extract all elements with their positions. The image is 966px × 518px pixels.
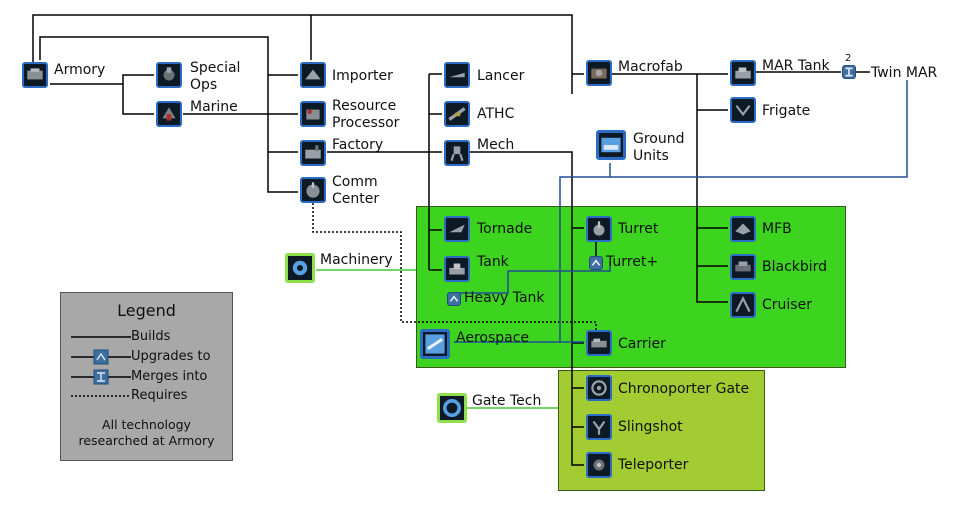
tank-icon[interactable] <box>444 256 470 282</box>
tornade-icon[interactable] <box>444 216 470 242</box>
label-tornade: Tornade <box>477 221 533 237</box>
label-slingshot: Slingshot <box>618 419 683 435</box>
label-ground-units: Ground Units <box>633 131 685 164</box>
slingshot-icon[interactable] <box>586 414 612 440</box>
comm-center-icon[interactable] <box>300 177 326 203</box>
label-lancer: Lancer <box>477 68 525 84</box>
label-special-ops: Special Ops <box>190 60 241 93</box>
armory-icon[interactable] <box>22 62 48 88</box>
label-tank: Tank <box>477 254 509 270</box>
label-cruiser: Cruiser <box>762 297 812 313</box>
label-twin-mar: Twin MAR <box>871 65 938 81</box>
merge-icon <box>842 65 856 79</box>
factory-icon[interactable] <box>300 140 326 166</box>
turret-plus-upgrade-icon <box>589 256 603 270</box>
heavy-tank-upgrade-icon <box>447 292 461 306</box>
frigate-icon[interactable] <box>730 97 756 123</box>
label-heavy-tank: Heavy Tank <box>464 290 545 306</box>
label-mar-tank: MAR Tank <box>762 58 830 74</box>
label-turret-plus: Turret+ <box>606 254 659 270</box>
twin-mar-count: 2 <box>845 53 852 64</box>
legend-box: Legend Builds Upgrades to Merges into Re… <box>60 292 233 461</box>
label-marine: Marine <box>190 99 238 115</box>
carrier-icon[interactable] <box>586 330 612 356</box>
ground-air-zone <box>416 206 846 368</box>
label-mech: Mech <box>477 137 515 153</box>
legend-merges-into: Merges into <box>131 369 208 384</box>
legend-note-line2: researched at Armory <box>78 433 215 448</box>
legend-title: Legend <box>117 301 176 320</box>
chronoporter-gate-icon[interactable] <box>586 375 612 401</box>
legend-builds: Builds <box>131 329 171 344</box>
label-teleporter: Teleporter <box>618 457 689 473</box>
label-frigate: Frigate <box>762 103 811 119</box>
legend-note-line1: All technology <box>102 417 191 432</box>
cruiser-icon[interactable] <box>730 292 756 318</box>
legend-requires: Requires <box>131 388 188 403</box>
label-aerospace: Aerospace <box>456 330 530 346</box>
label-comm-center: Comm Center <box>332 174 380 207</box>
label-athc: ATHC <box>477 106 515 122</box>
teleporter-icon[interactable] <box>586 452 612 478</box>
label-blackbird: Blackbird <box>762 259 828 275</box>
importer-icon[interactable] <box>300 62 326 88</box>
resource-processor-icon[interactable] <box>300 101 326 127</box>
lancer-icon[interactable] <box>444 62 470 88</box>
label-macrofab: Macrofab <box>618 59 683 75</box>
label-resource-processor: Resource Processor <box>332 98 400 131</box>
mar-tank-icon[interactable] <box>730 60 756 86</box>
label-carrier: Carrier <box>618 336 666 352</box>
label-mfb: MFB <box>762 221 792 237</box>
special-ops-icon[interactable] <box>156 62 182 88</box>
marine-icon[interactable] <box>156 101 182 127</box>
blackbird-icon[interactable] <box>730 254 756 280</box>
label-chronoporter-gate: Chronoporter Gate <box>618 381 750 397</box>
mfb-icon[interactable] <box>730 216 756 242</box>
athc-icon[interactable] <box>444 101 470 127</box>
label-factory: Factory <box>332 137 384 153</box>
legend-upgrades-to: Upgrades to <box>131 349 211 364</box>
macrofab-icon[interactable] <box>586 60 612 86</box>
ground-units-icon[interactable] <box>596 130 626 160</box>
label-turret: Turret <box>618 221 659 237</box>
legend-swatches <box>71 336 131 397</box>
aerospace-icon[interactable] <box>420 329 450 359</box>
legend-note: All technology researched at Armory <box>61 417 232 449</box>
turret-icon[interactable] <box>586 216 612 242</box>
mech-icon[interactable] <box>444 140 470 166</box>
label-importer: Importer <box>332 68 393 84</box>
label-gate-tech: Gate Tech <box>472 393 542 409</box>
label-armory: Armory <box>54 62 106 78</box>
gate-tech-icon[interactable] <box>437 393 467 423</box>
label-machinery: Machinery <box>320 252 393 268</box>
machinery-icon[interactable] <box>285 253 315 283</box>
